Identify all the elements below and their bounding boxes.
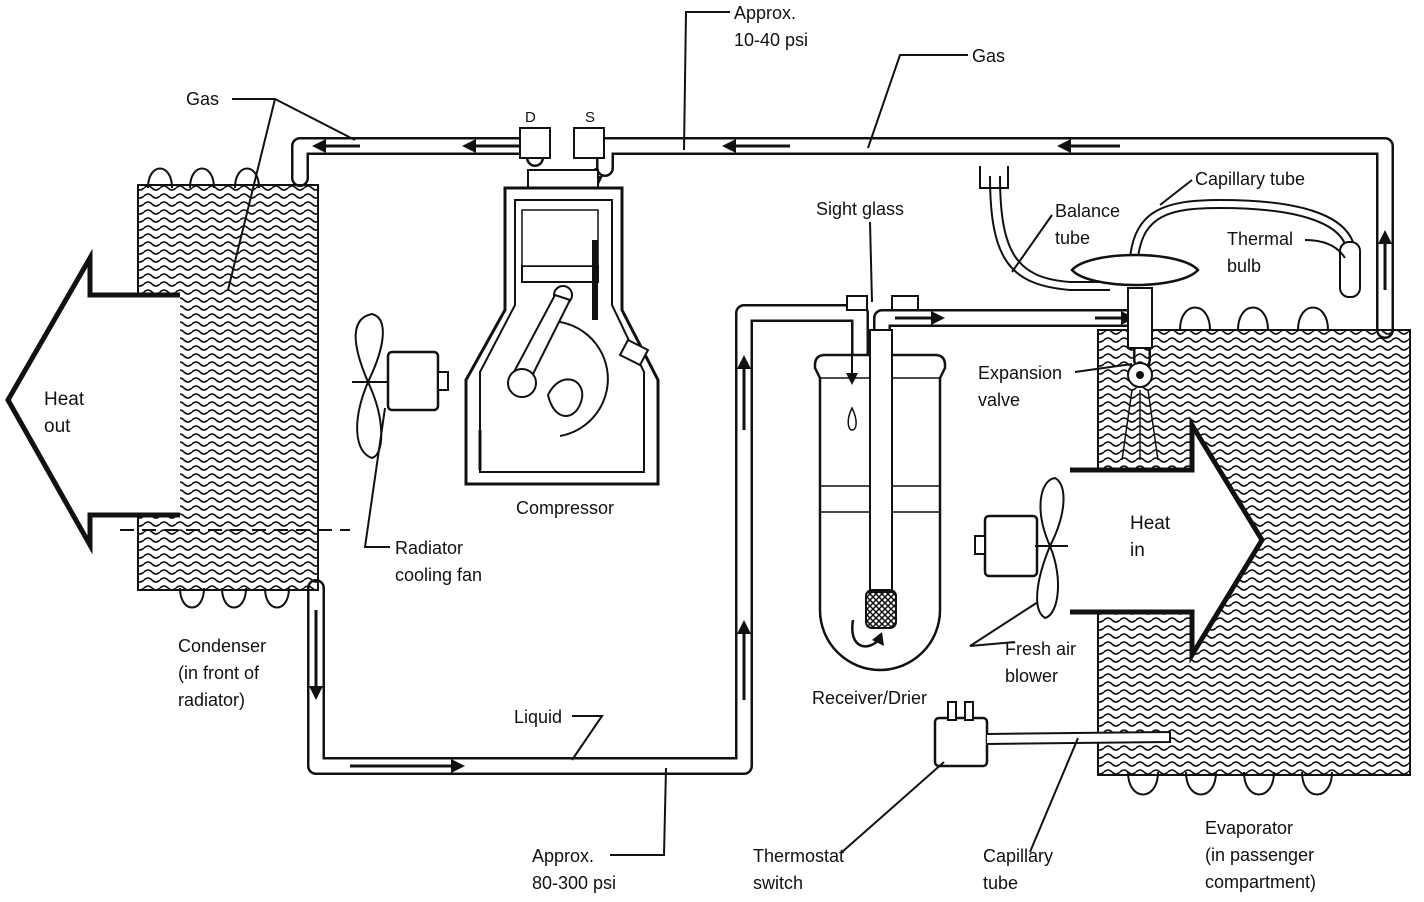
heat-in-arrow xyxy=(1070,416,1265,664)
label-heat-out: Heat out xyxy=(44,389,85,437)
label-suction: S xyxy=(585,109,596,126)
label-radiator-fan: Radiator cooling fan xyxy=(395,538,483,585)
label-fresh-air-blower: Fresh air blower xyxy=(1005,639,1077,686)
label-evaporator: Evaporator (in passenger compartment) xyxy=(1205,818,1317,892)
radiator-cooling-fan xyxy=(352,312,449,460)
label-receiver-drier: Receiver/Drier xyxy=(812,688,928,708)
label-approx-high: Approx. 80-300 psi xyxy=(532,846,617,893)
label-capillary-tube-bottom: Capillary tube xyxy=(983,846,1054,893)
label-expansion-valve: Expansion valve xyxy=(978,363,1063,410)
label-thermal-bulb: Thermal bulb xyxy=(1227,229,1294,276)
label-compressor: Compressor xyxy=(516,498,615,518)
label-approx-low: Approx. 10-40 psi xyxy=(734,3,809,50)
expansion-valve xyxy=(1070,241,1361,461)
compressor xyxy=(464,127,660,486)
label-liquid: Liquid xyxy=(514,707,563,727)
label-gas-right: Gas xyxy=(972,46,1006,66)
thermostat-switch xyxy=(933,701,1171,768)
label-discharge: D xyxy=(525,109,536,126)
label-gas-left: Gas xyxy=(186,89,220,109)
leader-lines xyxy=(227,11,1346,856)
fresh-air-blower xyxy=(974,476,1068,620)
label-sight-glass: Sight glass xyxy=(816,199,905,219)
heat-out-arrow xyxy=(5,248,180,555)
label-condenser: Condenser (in front of radiator) xyxy=(178,636,267,710)
label-balance-tube: Balance tube xyxy=(1055,201,1121,248)
label-capillary-tube-top: Capillary tube xyxy=(1195,169,1306,189)
receiver-drier xyxy=(813,295,947,672)
label-heat-in: Heat in xyxy=(1130,513,1171,561)
flow-arrows xyxy=(309,139,1392,773)
label-thermostat-switch: Thermostat switch xyxy=(753,846,845,893)
